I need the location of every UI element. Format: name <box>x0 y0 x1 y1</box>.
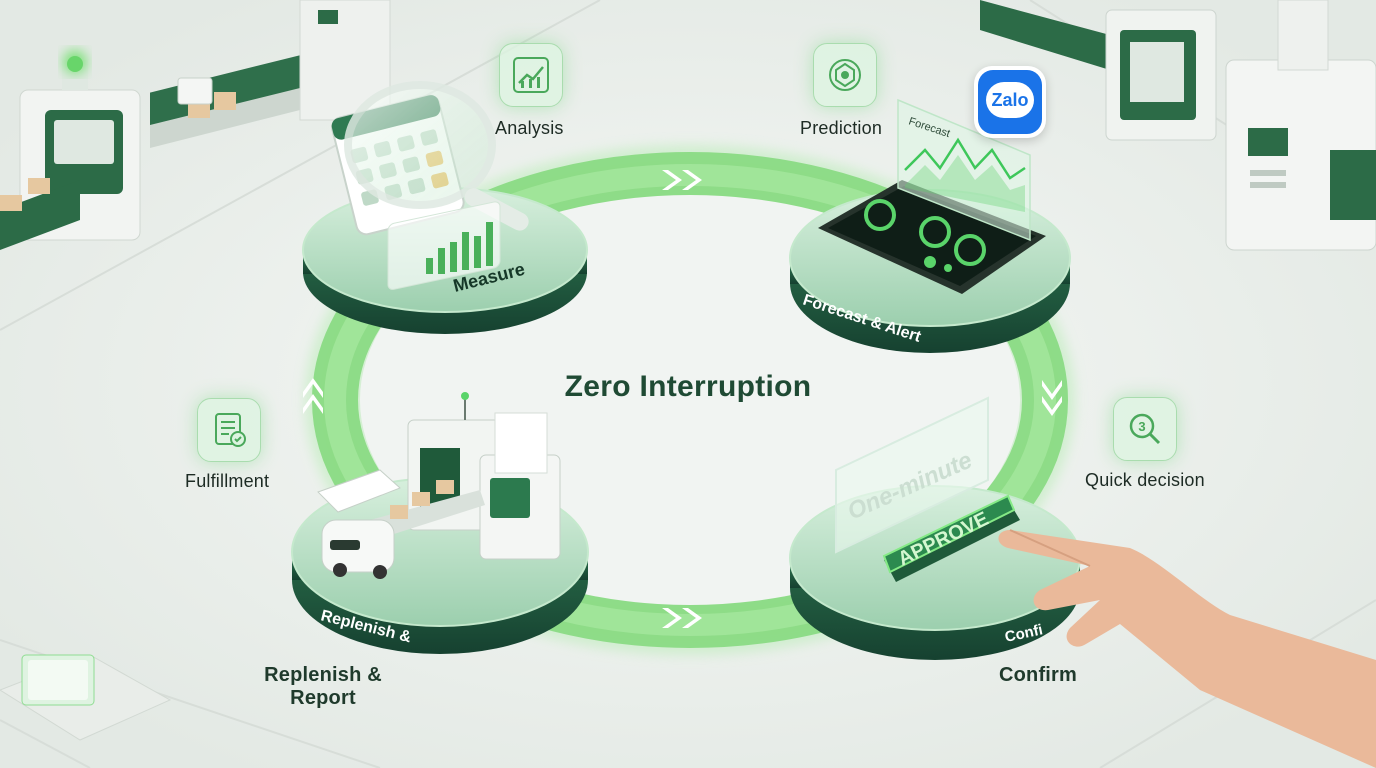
quick-decision-search-icon: 3 <box>1113 397 1177 461</box>
outer-label-replenish-line1: Replenish & <box>264 664 382 686</box>
platform-forecast <box>789 98 1071 353</box>
quick-decision-number: 3 <box>1138 419 1145 434</box>
zalo-text: Zalo <box>991 90 1029 110</box>
cycle-title: Zero Interruption <box>564 370 812 403</box>
analysis-chart-icon <box>499 43 563 107</box>
side-label-prediction: Prediction <box>800 118 883 138</box>
approve-button-slab <box>882 494 1020 582</box>
flow-chevron-left <box>303 378 323 414</box>
measure-chart-card <box>387 201 501 290</box>
zalo-icon-background: Zalo <box>978 70 1042 134</box>
fulfillment-document-icon <box>197 398 261 462</box>
pointing-hand <box>998 529 1376 768</box>
side-label-fulfillment: Fulfillment <box>185 471 270 491</box>
side-label-quick-decision: Quick decision <box>1085 470 1205 490</box>
outer-label-replenish: Replenish & Report <box>248 664 398 710</box>
platform-replenish <box>291 392 589 654</box>
autonomous-cart <box>317 469 401 579</box>
side-label-analysis: Analysis <box>495 118 564 138</box>
fulfillment-machine <box>370 392 561 560</box>
magnifier-glass-icon <box>344 81 529 231</box>
flow-chevron-bottom <box>662 608 702 628</box>
factory-machine-right <box>980 0 1376 251</box>
factory-module-bottom-left <box>0 654 172 741</box>
outer-label-replenish-line2: Report <box>290 687 356 709</box>
one-minute-glass-sign <box>835 396 989 554</box>
zalo-app-icon: Zalo <box>974 66 1046 138</box>
prediction-network-icon <box>813 43 877 107</box>
factory-machine-left <box>0 0 391 250</box>
outer-label-confirm: Confirm <box>998 664 1078 686</box>
flow-chevron-right <box>1042 380 1062 416</box>
platform-measure <box>302 81 588 334</box>
forecast-tablet <box>818 180 1046 294</box>
platform-confirm <box>789 396 1081 660</box>
flow-chevron-top <box>662 170 702 190</box>
zalo-bubble: Zalo <box>986 82 1034 118</box>
